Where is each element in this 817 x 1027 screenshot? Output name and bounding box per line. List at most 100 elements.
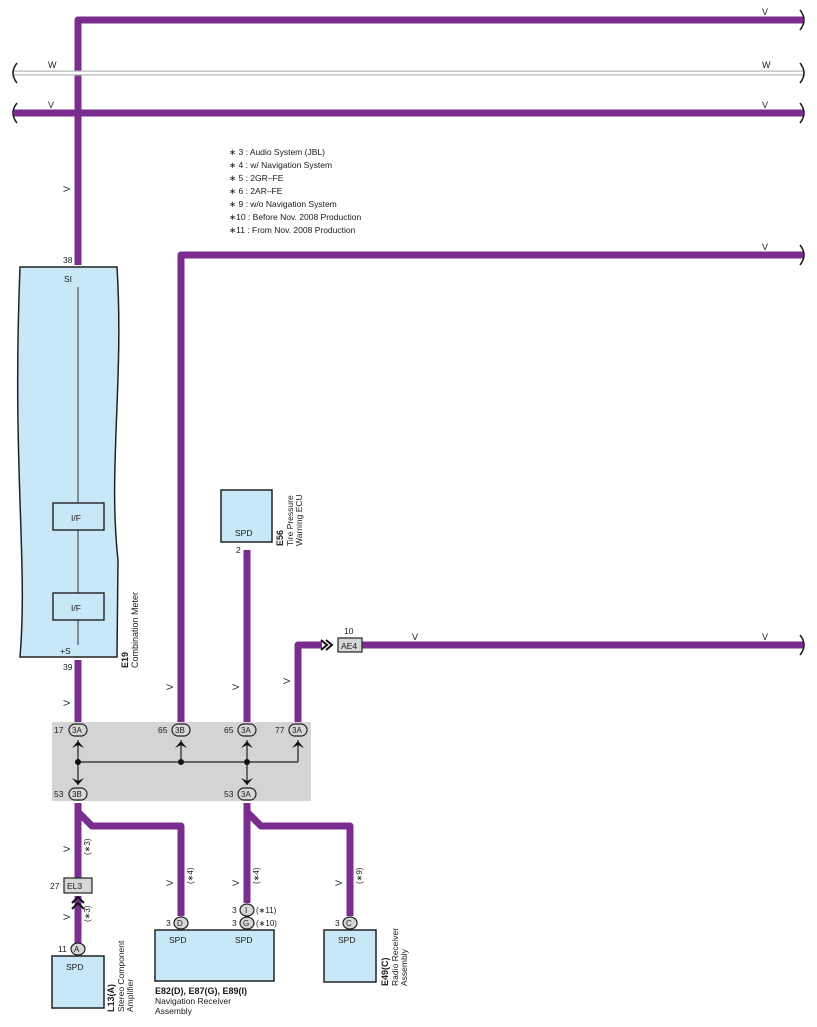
wire-label: V bbox=[762, 632, 768, 642]
note-line: ∗ 9 : w/o Navigation System bbox=[229, 199, 337, 209]
terminal-label: C bbox=[346, 919, 352, 928]
wire-label: V bbox=[165, 684, 175, 690]
terminal-label: 3A bbox=[292, 726, 302, 735]
tire-pressure-ecu: SPD 2 E56 Tire Pressure Warning ECU bbox=[220, 489, 304, 555]
wire-label: V bbox=[334, 880, 344, 886]
wire-label: V bbox=[231, 684, 241, 690]
component-code: E19 bbox=[120, 652, 130, 668]
wire-label: V bbox=[62, 700, 72, 706]
terminal-label: 3A bbox=[241, 790, 251, 799]
note-line: ∗ 6 : 2AR–FE bbox=[229, 186, 283, 196]
wire-label: V bbox=[762, 242, 768, 252]
component-name: Warning ECU bbox=[294, 494, 304, 546]
component-name: Combination Meter bbox=[130, 592, 140, 668]
meter-if-box bbox=[52, 502, 105, 531]
meter-if-box bbox=[52, 592, 105, 621]
terminal-label: G bbox=[243, 919, 249, 928]
note-line: ∗10 : Before Nov. 2008 Production bbox=[229, 212, 361, 222]
interface-label: I/F bbox=[71, 603, 81, 613]
pin-number: 10 bbox=[344, 626, 354, 636]
note-line: ∗ 4 : w/ Navigation System bbox=[229, 160, 332, 170]
combination-meter: 38 SI I/F I/F +S 39 E19 Combination Mete… bbox=[16, 255, 140, 672]
meter-body bbox=[16, 266, 120, 658]
condition-label: (∗11) bbox=[256, 906, 277, 915]
wire-label: V bbox=[762, 100, 768, 110]
terminal-label: 3B bbox=[175, 726, 185, 735]
pin-label: SPD bbox=[169, 935, 186, 945]
wire-top-v bbox=[74, 16, 803, 265]
notes-legend: ∗ 3 : Audio System (JBL) ∗ 4 : w/ Naviga… bbox=[229, 147, 361, 235]
terminal-label: 3A bbox=[241, 726, 251, 735]
note-line: ∗ 5 : 2GR–FE bbox=[229, 173, 284, 183]
wire-labels: V W W V V V V V V V V V V V V V V V bbox=[48, 7, 771, 920]
wire-nav-d bbox=[75, 809, 185, 916]
wire-break-marks bbox=[12, 9, 805, 656]
component-name: Navigation Receiver bbox=[155, 996, 231, 1006]
chevron-icon bbox=[320, 639, 334, 651]
wire-label: V bbox=[62, 186, 72, 192]
stereo-component-amplifier: A 11 SPD L13(A) Stereo Component Amplifi… bbox=[51, 940, 135, 1012]
wire-label: V bbox=[282, 678, 292, 684]
wire-label: W bbox=[762, 60, 771, 70]
component-name: Radio Receiver bbox=[390, 928, 400, 986]
connector-label: AE4 bbox=[341, 641, 357, 651]
condition-label: (∗10) bbox=[256, 919, 277, 928]
condition-label: (∗4) bbox=[252, 867, 261, 884]
condition-label: (∗3) bbox=[83, 905, 92, 922]
pin-number: 27 bbox=[50, 881, 60, 891]
terminal-label: 3B bbox=[72, 790, 82, 799]
pin-number: 65 bbox=[158, 725, 168, 735]
wire-label: V bbox=[62, 914, 72, 920]
pin-number: 3 bbox=[232, 905, 237, 915]
condition-label: (∗9) bbox=[355, 867, 364, 884]
component-name: Amplifier bbox=[125, 979, 135, 1012]
pin-label: SPD bbox=[338, 935, 355, 945]
wire-label: V bbox=[165, 880, 175, 886]
wire-label: V bbox=[762, 7, 768, 17]
terminal-label: D bbox=[177, 919, 183, 928]
pin-number: 77 bbox=[275, 725, 285, 735]
pin-label: SPD bbox=[235, 528, 252, 538]
component-code: L13(A) bbox=[106, 984, 116, 1012]
pin-number: 3 bbox=[166, 918, 171, 928]
chevron-icon bbox=[71, 895, 85, 910]
pin-number: 11 bbox=[58, 944, 67, 954]
wires bbox=[14, 16, 803, 946]
pin-number: 39 bbox=[63, 662, 73, 672]
component-code: E56 bbox=[275, 530, 285, 546]
wire-label: V bbox=[412, 632, 418, 642]
ecu-body bbox=[220, 489, 273, 543]
component-code: E82(D), E87(G), E89(I) bbox=[155, 986, 247, 996]
wire-label: V bbox=[231, 880, 241, 886]
wire-radio bbox=[244, 809, 354, 916]
pin-number: 65 bbox=[224, 725, 234, 735]
note-line: ∗11 : From Nov. 2008 Production bbox=[229, 225, 356, 235]
radio-receiver: C 3 SPD E49(C) Radio Receiver Assembly bbox=[323, 916, 409, 986]
condition-label: (∗4) bbox=[186, 867, 195, 884]
navigation-body bbox=[154, 929, 275, 982]
pin-label: SPD bbox=[66, 962, 83, 972]
component-name: Tire Pressure bbox=[285, 495, 295, 546]
condition-label: (∗3) bbox=[83, 838, 92, 855]
component-code: E49(C) bbox=[380, 957, 390, 986]
pin-number: 2 bbox=[236, 545, 241, 555]
pin-number: 38 bbox=[63, 255, 73, 265]
terminal-label: 3A bbox=[72, 726, 82, 735]
component-name: Assembly bbox=[399, 948, 409, 986]
wire-feed-3b65 bbox=[177, 251, 803, 722]
interface-label: I/F bbox=[71, 513, 81, 523]
terminal-label: I bbox=[245, 906, 247, 915]
junction-connector: 3A 3B 3A 3A 3B 3A 17 65 65 77 53 53 bbox=[52, 722, 311, 801]
connector-label: EL3 bbox=[67, 881, 82, 891]
connector-el3: EL3 27 bbox=[50, 877, 93, 910]
chevron-icon bbox=[72, 741, 304, 785]
pin-number: 3 bbox=[335, 918, 340, 928]
wire-label: W bbox=[48, 60, 57, 70]
pin-label: +S bbox=[60, 646, 71, 656]
pin-number: 17 bbox=[54, 725, 64, 735]
wire-label: V bbox=[62, 846, 72, 852]
component-name: Stereo Component bbox=[116, 940, 126, 1012]
note-line: ∗ 3 : Audio System (JBL) bbox=[229, 147, 325, 157]
navigation-receiver: D I G 3 3 3 SPD SPD (∗11) (∗10) E82(D), … bbox=[154, 903, 277, 1016]
wire-ae4 bbox=[294, 641, 322, 722]
